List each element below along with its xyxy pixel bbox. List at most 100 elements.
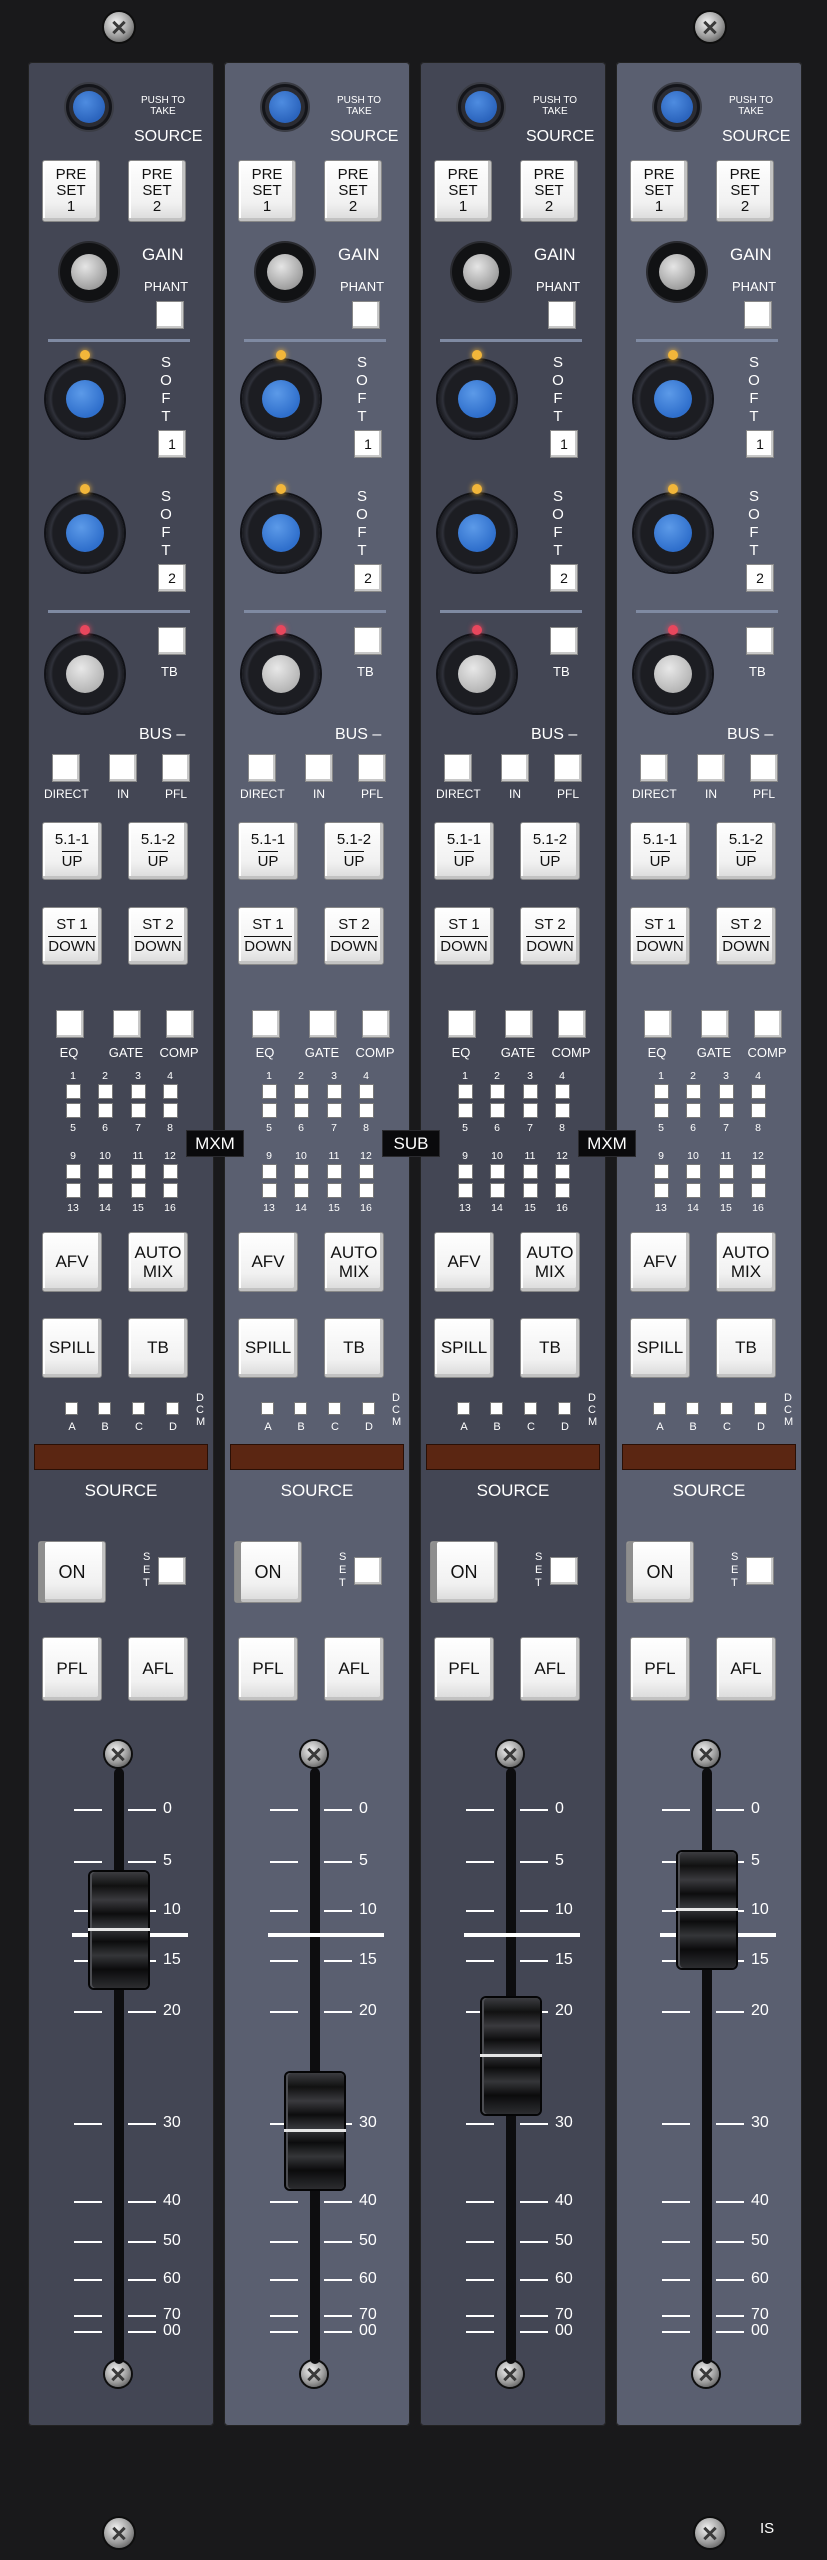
dyn-gate-button[interactable] (701, 1010, 729, 1038)
route-pfl-button[interactable] (750, 754, 778, 782)
mix-bus-11-button[interactable] (131, 1164, 146, 1179)
mix-bus-4-button[interactable] (359, 1084, 374, 1099)
mix-bus-3-button[interactable] (719, 1084, 734, 1099)
talkback-button[interactable]: TB (716, 1318, 776, 1378)
soft-1-key-button[interactable]: 1 (746, 430, 774, 458)
dcm-b-button[interactable] (686, 1402, 699, 1415)
soft-2-encoder[interactable] (46, 484, 124, 572)
talkback-select-button[interactable] (746, 627, 774, 655)
afv-button[interactable]: AFV (434, 1232, 494, 1292)
gain-knob[interactable] (60, 243, 118, 301)
on-button[interactable]: ON (234, 1541, 302, 1603)
pfl-button[interactable]: PFL (434, 1637, 494, 1701)
mix-bus-1-button[interactable] (654, 1084, 669, 1099)
afv-button[interactable]: AFV (238, 1232, 298, 1292)
talkback-button[interactable]: TB (324, 1318, 384, 1378)
bus-encoder[interactable] (438, 625, 516, 713)
mix-bus-3-button[interactable] (131, 1084, 146, 1099)
dcm-d-button[interactable] (558, 1402, 571, 1415)
afl-button[interactable]: AFL (520, 1637, 580, 1701)
mix-bus-2-button[interactable] (686, 1084, 701, 1099)
mix-bus-4-button[interactable] (163, 1084, 178, 1099)
mix-bus-2-button[interactable] (294, 1084, 309, 1099)
fader-cap-handle[interactable] (284, 2072, 346, 2189)
mix-bus-6-button[interactable] (98, 1103, 113, 1118)
source-select-knob[interactable] (654, 84, 700, 130)
soft-2-key-button[interactable]: 2 (158, 564, 186, 592)
mix-bus-11-button[interactable] (327, 1164, 342, 1179)
set-button[interactable] (354, 1557, 382, 1585)
spill-button[interactable]: SPILL (434, 1318, 494, 1378)
set-button[interactable] (550, 1557, 578, 1585)
soft-2-key-button[interactable]: 2 (354, 564, 382, 592)
soft-1-key-button[interactable]: 1 (550, 430, 578, 458)
set-button[interactable] (746, 1557, 774, 1585)
route-in-button[interactable] (109, 754, 137, 782)
dcm-b-button[interactable] (294, 1402, 307, 1415)
mix-bus-5-button[interactable] (262, 1103, 277, 1118)
afl-button[interactable]: AFL (128, 1637, 188, 1701)
source-select-knob[interactable] (66, 84, 112, 130)
mix-bus-13-button[interactable] (262, 1183, 277, 1198)
dcm-a-button[interactable] (457, 1402, 470, 1415)
dyn-eq-button[interactable] (252, 1010, 280, 1038)
mix-bus-9-button[interactable] (262, 1164, 277, 1179)
dcm-c-button[interactable] (132, 1402, 145, 1415)
route-pfl-button[interactable] (358, 754, 386, 782)
mix-bus-6-button[interactable] (490, 1103, 505, 1118)
mix-bus-11-button[interactable] (719, 1164, 734, 1179)
afl-button[interactable]: AFL (716, 1637, 776, 1701)
mix-bus-12-button[interactable] (163, 1164, 178, 1179)
mix-bus-6-button[interactable] (686, 1103, 701, 1118)
soft-1-encoder[interactable] (634, 350, 712, 438)
mix-bus-5-button[interactable] (66, 1103, 81, 1118)
mix-bus-4-button[interactable] (555, 1084, 570, 1099)
spill-button[interactable]: SPILL (238, 1318, 298, 1378)
route-direct-button[interactable] (444, 754, 472, 782)
soft-2-encoder[interactable] (634, 484, 712, 572)
mix-bus-14-button[interactable] (98, 1183, 113, 1198)
mix-bus-8-button[interactable] (751, 1103, 766, 1118)
mix-bus-15-button[interactable] (327, 1183, 342, 1198)
dcm-c-button[interactable] (524, 1402, 537, 1415)
soft-2-key-button[interactable]: 2 (746, 564, 774, 592)
set-button[interactable] (158, 1557, 186, 1585)
soft-1-key-button[interactable]: 1 (354, 430, 382, 458)
mix-bus-7-button[interactable] (131, 1103, 146, 1118)
mix-bus-5-button[interactable] (654, 1103, 669, 1118)
mix-bus-13-button[interactable] (654, 1183, 669, 1198)
afv-button[interactable]: AFV (42, 1232, 102, 1292)
mix-bus-1-button[interactable] (66, 1084, 81, 1099)
route-direct-button[interactable] (640, 754, 668, 782)
mix-bus-5-button[interactable] (458, 1103, 473, 1118)
mix-bus-16-button[interactable] (359, 1183, 374, 1198)
bus-encoder[interactable] (634, 625, 712, 713)
afv-button[interactable]: AFV (630, 1232, 690, 1292)
dyn-eq-button[interactable] (644, 1010, 672, 1038)
mix-bus-10-button[interactable] (686, 1164, 701, 1179)
mix-bus-15-button[interactable] (131, 1183, 146, 1198)
talkback-select-button[interactable] (550, 627, 578, 655)
mix-bus-16-button[interactable] (555, 1183, 570, 1198)
fader-cap-handle[interactable] (676, 1852, 738, 1968)
bus-encoder[interactable] (46, 625, 124, 713)
dyn-gate-button[interactable] (505, 1010, 533, 1038)
pfl-button[interactable]: PFL (42, 1637, 102, 1701)
on-button[interactable]: ON (626, 1541, 694, 1603)
route-direct-button[interactable] (248, 754, 276, 782)
fader-cap-handle[interactable] (88, 1872, 150, 1988)
route-pfl-button[interactable] (554, 754, 582, 782)
